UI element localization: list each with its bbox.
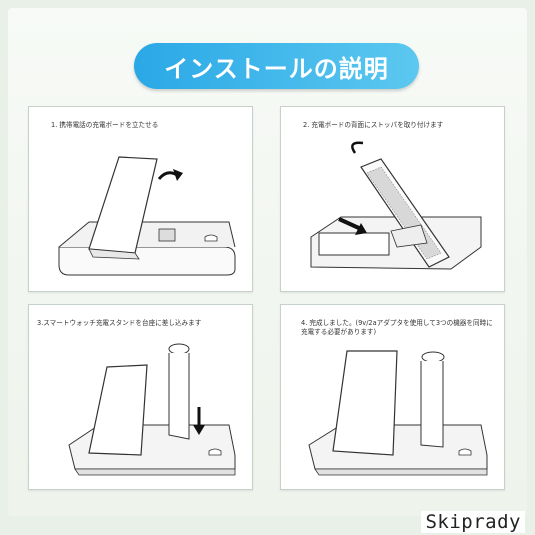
right-arrow-icon [338, 217, 362, 231]
page-title: インストールの説明 [134, 43, 419, 89]
instruction-sheet: インストールの説明 1. 携帯電話の充電ボードを立たせる 2. 充電ボードの背面… [8, 8, 527, 516]
step-panel-1: 1. 携帯電話の充電ボードを立たせる [28, 106, 253, 292]
step-2-text: 2. 充電ボードの背面にストッパを取り付けます [303, 121, 444, 129]
step-1-illustration [58, 156, 236, 276]
step-3-text: 3.スマートウォッチ充電スタンドを台座に差し込みます [37, 319, 202, 327]
rotate-arrow-icon [351, 141, 364, 154]
step-4-text: 4. 完成しました。(9v/2aアダプタを使用して3つの機器を同時に充電する必要… [301, 319, 493, 336]
step-3-illustration [68, 343, 236, 476]
step-panel-3: 3.スマートウォッチ充電スタンドを台座に差し込みます [28, 304, 253, 490]
step-panel-2: 2. 充電ボードの背面にストッパを取り付けます [280, 106, 505, 292]
step-4-illustration [308, 350, 488, 476]
rotate-arrow-icon [157, 171, 178, 180]
step-1-text: 1. 携帯電話の充電ボードを立たせる [51, 121, 159, 129]
watermark: Skiprady [421, 511, 525, 533]
step-panel-4: 4. 完成しました。(9v/2aアダプタを使用して3つの機器を同時に充電する必要… [280, 304, 505, 490]
step-2-illustration [310, 141, 482, 270]
